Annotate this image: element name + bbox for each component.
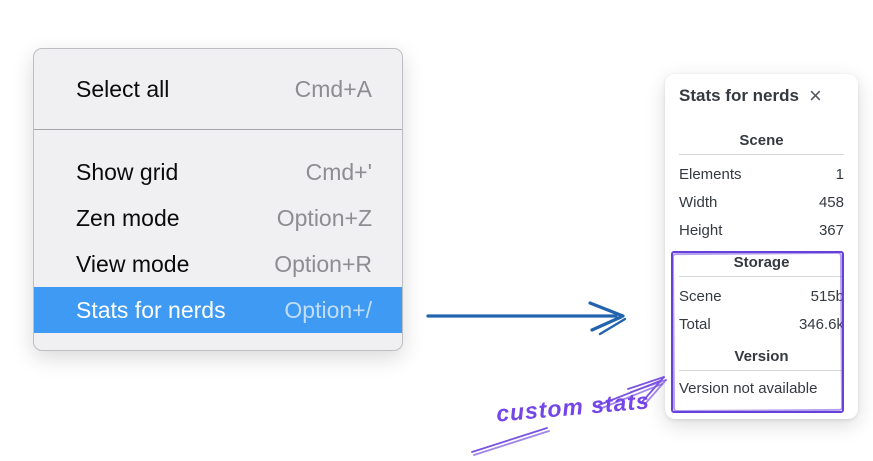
- stat-row-elements: Elements 1: [679, 161, 844, 189]
- annotation-custom-stats: custom stats: [495, 387, 651, 427]
- section-header-storage: Storage: [733, 254, 790, 271]
- stat-value: 1: [835, 166, 844, 183]
- menu-item-view-mode[interactable]: View mode Option+R: [34, 241, 402, 287]
- stat-label: Elements: [679, 166, 742, 183]
- menu-item-label: View mode: [76, 250, 190, 277]
- menu-item-select-all[interactable]: Select all Cmd+A: [34, 66, 402, 112]
- menu-group-bottom: Show grid Cmd+' Zen mode Option+Z View m…: [34, 130, 402, 350]
- context-menu: Select all Cmd+A Show grid Cmd+' Zen mod…: [33, 48, 403, 351]
- stat-row-height: Height 367: [679, 217, 844, 245]
- menu-item-label: Stats for nerds: [76, 296, 226, 323]
- section-divider: [679, 276, 844, 277]
- stat-row-width: Width 458: [679, 189, 844, 217]
- stat-label: Height: [679, 222, 723, 239]
- menu-item-label: Zen mode: [76, 204, 180, 231]
- section-header-version: Version: [734, 348, 789, 365]
- menu-divider: [34, 129, 402, 130]
- stat-value: 458: [818, 194, 844, 211]
- stats-panel-title: Stats for nerds: [679, 86, 799, 105]
- section-divider: [679, 154, 844, 155]
- stat-label: Scene: [679, 288, 722, 305]
- stat-label: Total: [679, 316, 711, 333]
- version-note: Version not available: [679, 380, 818, 397]
- menu-item-label: Show grid: [76, 158, 179, 185]
- menu-item-stats-for-nerds[interactable]: Stats for nerds Option+/: [34, 287, 402, 333]
- menu-item-zen-mode[interactable]: Zen mode Option+Z: [34, 195, 402, 241]
- menu-item-shortcut: Cmd+A: [294, 75, 372, 102]
- section-divider: [679, 370, 844, 371]
- menu-item-shortcut: Cmd+': [305, 158, 372, 185]
- stats-panel-header: Stats for nerds ×: [679, 83, 844, 108]
- menu-item-shortcut: Option+/: [284, 296, 372, 323]
- stat-value: 346.6k: [798, 316, 844, 333]
- menu-to-panel-arrow-icon: [426, 301, 627, 336]
- stat-value: 515b: [810, 288, 844, 305]
- menu-item-label: Select all: [76, 75, 170, 102]
- stat-label: Width: [679, 194, 718, 211]
- stat-value: 367: [818, 222, 844, 239]
- section-header-scene: Scene: [739, 132, 784, 149]
- stat-row-storage-scene: Scene 515b: [679, 283, 844, 311]
- stats-panel: Stats for nerds × Scene Elements 1 Width…: [665, 74, 858, 419]
- close-icon[interactable]: ×: [808, 83, 822, 108]
- menu-item-shortcut: Option+R: [274, 250, 372, 277]
- custom-stats-arrow-icon: [471, 376, 667, 456]
- stat-row-storage-total: Total 346.6k: [679, 311, 844, 339]
- menu-group-top: Select all Cmd+A: [34, 49, 402, 129]
- menu-item-show-grid[interactable]: Show grid Cmd+': [34, 149, 402, 195]
- menu-item-shortcut: Option+Z: [276, 204, 372, 231]
